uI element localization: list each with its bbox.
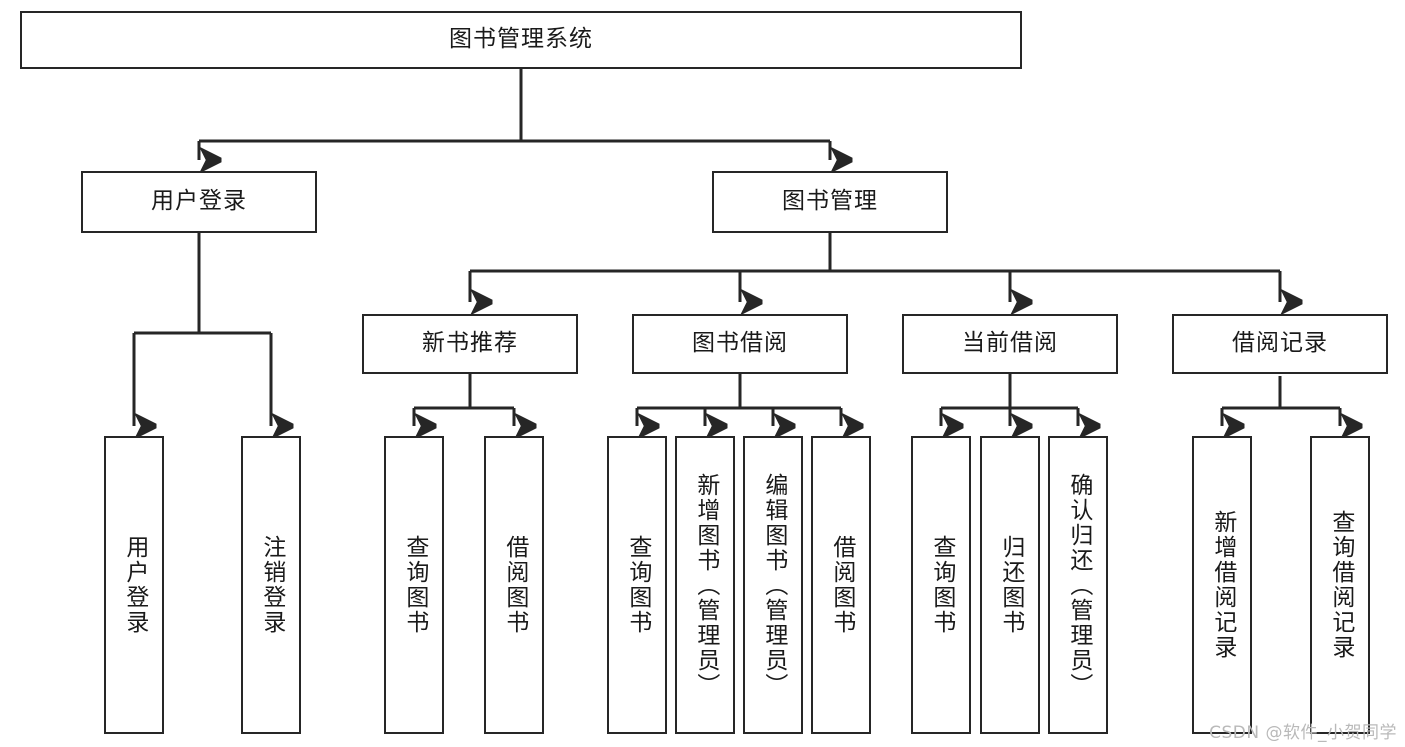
node-label: 借阅图书	[828, 535, 855, 635]
node-label: 当前借阅	[962, 330, 1058, 357]
node-user-login[interactable]: 用户登录	[81, 171, 317, 233]
node-label: 图书借阅	[692, 330, 788, 357]
node-label: 借阅记录	[1232, 330, 1328, 357]
watermark-text: CSDN @软件_小贺同学	[1209, 723, 1397, 743]
node-label: 归还图书	[997, 535, 1024, 635]
node-label: 查询图书	[928, 535, 955, 635]
node-leaf-query-book-1[interactable]: 查询图书	[384, 436, 444, 734]
node-leaf-add-book-admin[interactable]: 新增图书（管理员）	[675, 436, 735, 734]
node-label: 用户登录	[151, 188, 247, 215]
node-label: 用户登录	[121, 535, 148, 635]
node-label: 确认归还（管理员）	[1065, 472, 1092, 698]
node-book-manage[interactable]: 图书管理	[712, 171, 948, 233]
node-leaf-confirm-return-admin[interactable]: 确认归还（管理员）	[1048, 436, 1108, 734]
node-leaf-borrow-book-2[interactable]: 借阅图书	[811, 436, 871, 734]
node-leaf-return-book[interactable]: 归还图书	[980, 436, 1040, 734]
node-label: 图书管理	[782, 188, 878, 215]
node-leaf-query-book-3[interactable]: 查询图书	[911, 436, 971, 734]
node-label: 查询图书	[624, 535, 651, 635]
node-label: 注销登录	[258, 535, 285, 635]
node-leaf-edit-book-admin[interactable]: 编辑图书（管理员）	[743, 436, 803, 734]
node-label: 新增图书（管理员）	[692, 472, 719, 698]
node-label: 图书管理系统	[449, 26, 593, 53]
node-leaf-add-borrow-record[interactable]: 新增借阅记录	[1192, 436, 1252, 734]
node-leaf-user-login[interactable]: 用户登录	[104, 436, 164, 734]
node-leaf-logout-login[interactable]: 注销登录	[241, 436, 301, 734]
node-book-borrow[interactable]: 图书借阅	[632, 314, 848, 374]
node-current-borrow[interactable]: 当前借阅	[902, 314, 1118, 374]
node-label: 新增借阅记录	[1209, 510, 1236, 660]
node-label: 查询图书	[401, 535, 428, 635]
node-leaf-query-borrow-record[interactable]: 查询借阅记录	[1310, 436, 1370, 734]
node-leaf-borrow-book-1[interactable]: 借阅图书	[484, 436, 544, 734]
node-label: 新书推荐	[422, 330, 518, 357]
node-new-book-recommend[interactable]: 新书推荐	[362, 314, 578, 374]
node-borrow-record[interactable]: 借阅记录	[1172, 314, 1388, 374]
node-leaf-query-book-2[interactable]: 查询图书	[607, 436, 667, 734]
node-label: 编辑图书（管理员）	[760, 472, 787, 698]
node-label: 查询借阅记录	[1327, 510, 1354, 660]
node-label: 借阅图书	[501, 535, 528, 635]
node-root-system[interactable]: 图书管理系统	[20, 11, 1022, 69]
